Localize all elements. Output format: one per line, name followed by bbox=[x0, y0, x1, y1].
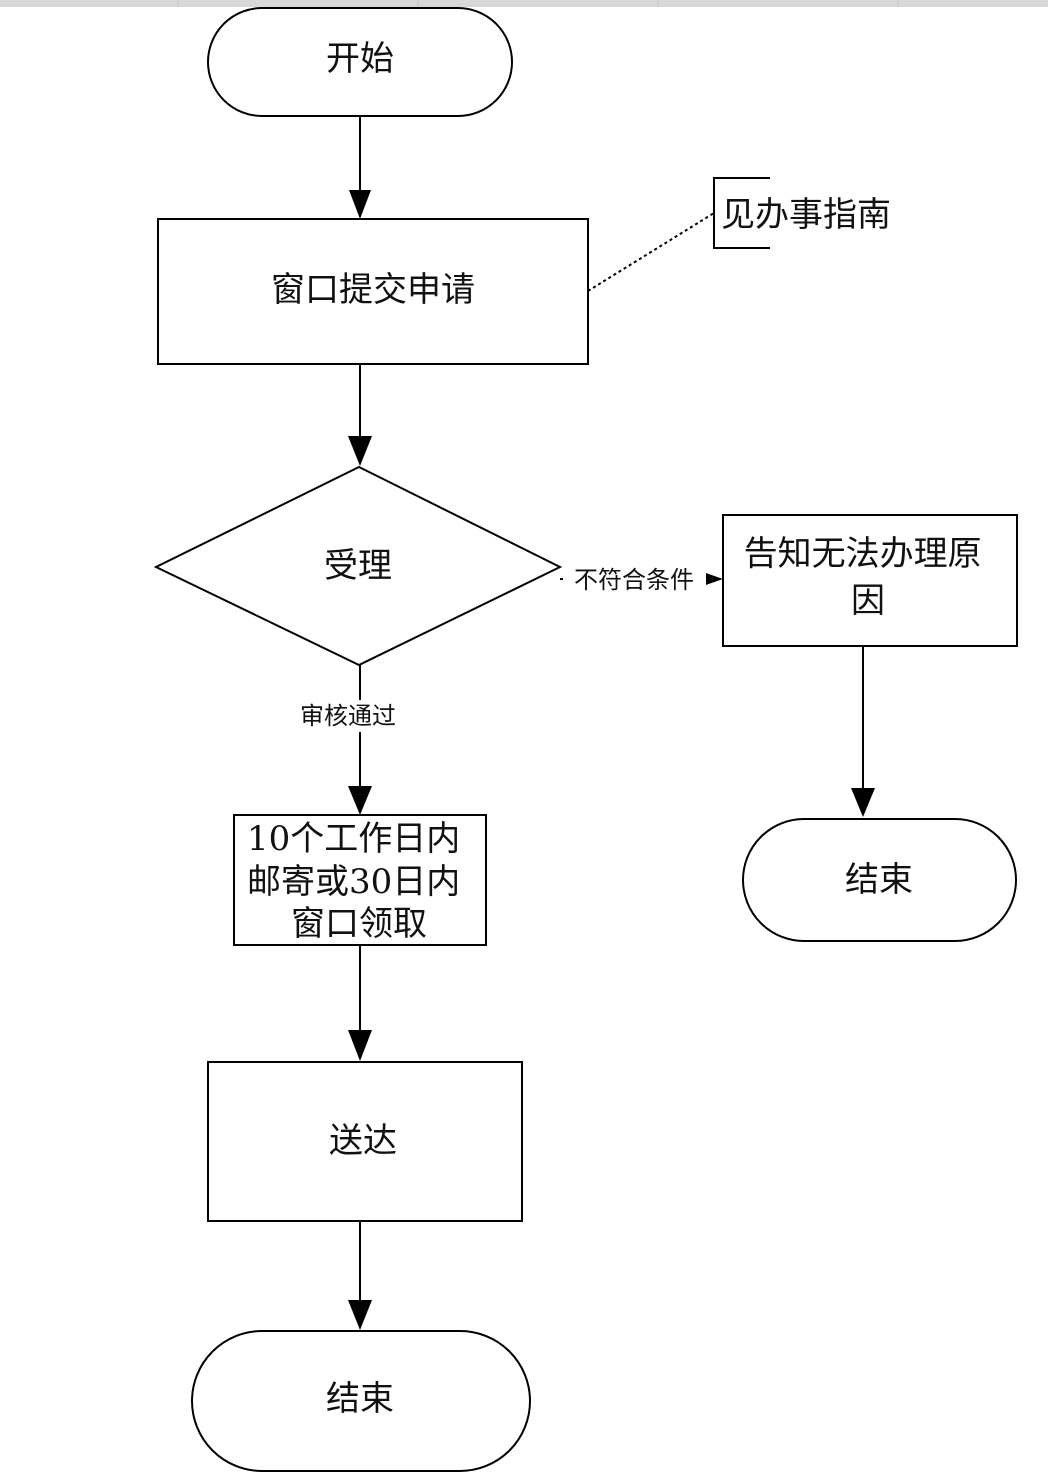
arrowhead-accept-delivery-box bbox=[348, 786, 372, 815]
arrowhead-reject-end bbox=[851, 788, 875, 817]
delivery-schedule-text: 10个工作日内 邮寄或30日内 窗口领取 bbox=[247, 819, 471, 944]
reject-reason-text: 告知无法办理原 因 bbox=[744, 534, 993, 621]
right-end-text: 结束 bbox=[845, 860, 913, 900]
delivery-text: 送达 bbox=[329, 1121, 397, 1161]
arrowhead-delivery-end bbox=[348, 1300, 372, 1330]
delivery-schedule-line-1: 10个工作日内 bbox=[247, 819, 460, 859]
delivery-schedule-line-2: 邮寄或30日内 bbox=[247, 862, 460, 902]
reject-label: 不符合条件 bbox=[574, 566, 694, 594]
left-end-text: 结束 bbox=[326, 1379, 394, 1419]
start-text: 开始 bbox=[326, 39, 394, 79]
accept-diamond bbox=[153, 465, 563, 667]
delivery-schedule-box bbox=[233, 814, 487, 946]
right-end-terminal bbox=[742, 818, 1017, 942]
top-strip bbox=[0, 0, 1048, 7]
pass-label: 审核通过 bbox=[300, 702, 396, 730]
arrowhead-reject bbox=[703, 572, 723, 586]
reject-reason-box bbox=[722, 514, 1018, 647]
delivery-box bbox=[207, 1061, 523, 1222]
note-bracket bbox=[713, 177, 770, 249]
note-dashed-connector bbox=[587, 212, 715, 292]
reject-reason-line-1: 告知无法办理原 bbox=[744, 534, 982, 574]
delivery-schedule-line-3: 窗口领取 bbox=[291, 904, 427, 944]
left-end-terminal bbox=[191, 1330, 531, 1472]
arrowhead-delivery-box-delivery bbox=[348, 1030, 372, 1061]
submit-application-box bbox=[157, 218, 589, 365]
arrowhead-submit-accept bbox=[348, 436, 372, 466]
pass-label-background bbox=[289, 700, 408, 732]
note-text: 见办事指南 bbox=[721, 195, 891, 235]
arrowhead-start-submit bbox=[349, 190, 371, 219]
start-terminal bbox=[207, 7, 513, 117]
reject-label-background bbox=[563, 564, 706, 596]
accept-text: 受理 bbox=[324, 546, 392, 586]
submit-application-text: 窗口提交申请 bbox=[271, 270, 475, 310]
reject-reason-line-2: 因 bbox=[851, 581, 885, 621]
